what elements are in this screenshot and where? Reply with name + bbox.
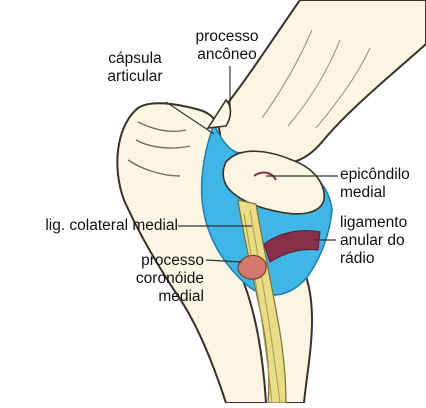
label-processo-anconeo: processo ancôneo [184,28,270,64]
label-ligamento-anular: ligamento anular do rádio [340,214,407,268]
coronoid-process [238,255,266,279]
label-capsula-articular: cápsula articular [92,50,178,86]
label-processo-coronoide: processo coronóide medial [110,252,204,306]
label-epicondilo-medial: epicôndilo medial [340,166,410,202]
anconeal-process [208,100,231,128]
label-lig-colateral-medial: lig. colateral medial [20,217,178,235]
